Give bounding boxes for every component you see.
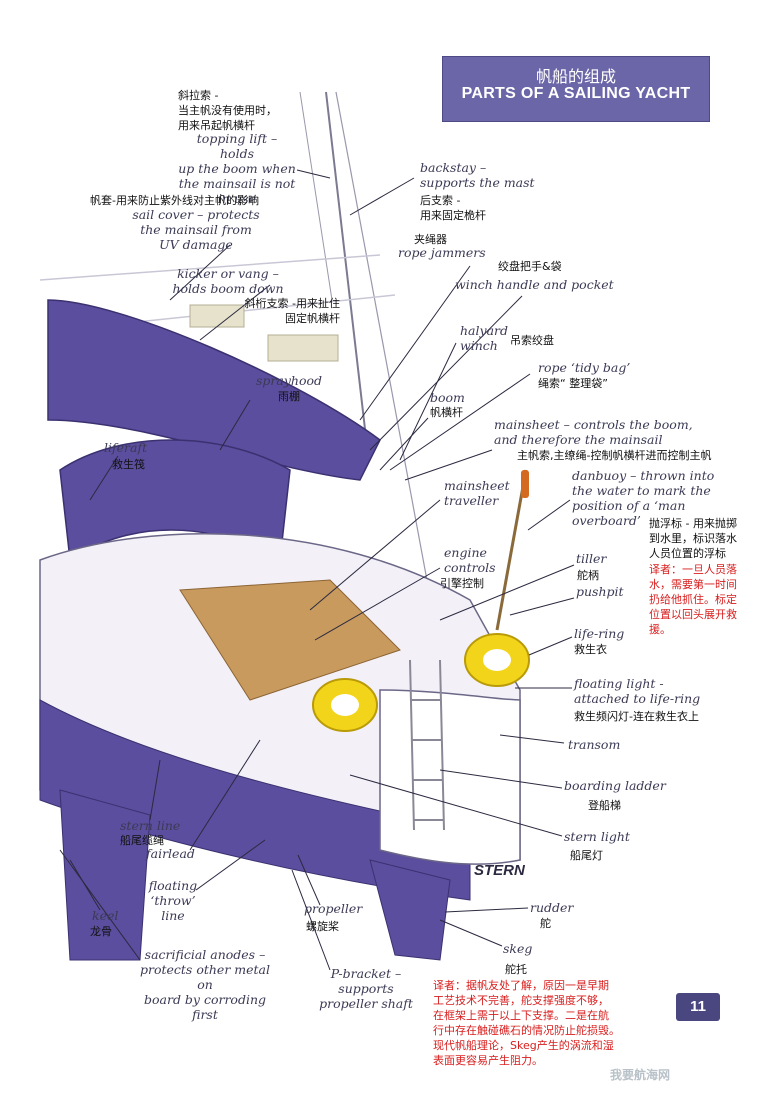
transom-label: transom	[568, 737, 621, 752]
life-ring-label: life-ring	[574, 626, 625, 641]
liferaft-cn: 救生筏	[112, 458, 145, 471]
sail-cover-cn: 帆套-用来防止紫外线对主帆的影响	[90, 194, 259, 207]
stern-light-label: stern light	[564, 829, 630, 844]
rudder-shape	[369, 859, 451, 961]
backstay-label: backstay – supports the mast	[420, 160, 535, 190]
rope-jammers-cn: 夹绳器	[414, 233, 447, 246]
fairlead-label: fairlead	[146, 846, 195, 861]
propeller-cn: 螺旋桨	[306, 920, 339, 933]
watermark-logo: 我要航海网	[610, 1068, 671, 1082]
danbuoy-translator-note: 译者：一旦人员落 水，需要第一时间 扔给他抓住。标定 位置以回头展开救 援。	[649, 563, 737, 636]
mainsheet-cn: 主帆索,主缭绳-控制帆横杆进而控制主帆	[517, 449, 712, 462]
halyard-winch-label: halyard winch	[460, 323, 508, 353]
life-ring-shape	[312, 633, 530, 732]
kicker-label: kicker or vang – holds boom down	[172, 266, 284, 296]
rope-jammers-label: rope jammers	[398, 245, 486, 260]
boom-cn: 帆横杆	[430, 406, 463, 419]
tiller-label: tiller	[576, 551, 607, 566]
rudder-label: rudder	[530, 900, 574, 915]
tidy-bag-cn: 绳索“ 整理袋”	[538, 377, 608, 390]
engine-controls-label: engine controls	[444, 545, 496, 575]
skeg-cn: 舵托	[505, 963, 527, 976]
mast-line	[325, 91, 369, 456]
danbuoy-label: danbuoy – thrown into the water to mark …	[572, 468, 715, 528]
danbuoy-pole	[495, 469, 528, 631]
tiller-cn: 舵柄	[577, 569, 599, 582]
page-number-badge: 11	[676, 993, 720, 1021]
propeller-label: propeller	[304, 901, 363, 916]
mainsheet-label: mainsheet – controls the boom, and there…	[494, 417, 693, 447]
cockpit-floor	[179, 579, 401, 701]
title-banner: 帆船的组成 PARTS OF A SAILING YACHT	[442, 56, 710, 122]
winch-handle-label: winch handle and pocket	[455, 277, 614, 292]
floating-light-cn: 救生频闪灯-连在救生衣上	[574, 710, 699, 723]
sprayhood-cn: 雨棚	[278, 390, 300, 403]
boarding-ladder-cn: 登船梯	[588, 799, 621, 812]
boarding-ladder-label: boarding ladder	[564, 778, 666, 793]
fender-shape	[267, 334, 339, 362]
pushpit-label: pushpit	[576, 584, 624, 599]
backstay-line	[335, 91, 441, 651]
sprayhood-label: sprayhood	[256, 373, 323, 388]
skeg-label: skeg	[503, 941, 533, 956]
liferaft-label: liferaft	[104, 440, 148, 455]
engine-controls-cn: 引擎控制	[440, 577, 484, 590]
sail-cover-label: sail cover – protects the mainsail from …	[132, 207, 260, 252]
title-chinese: 帆船的组成	[535, 67, 616, 86]
stern-line-label: stern line	[120, 818, 181, 833]
keel-label: keel	[92, 908, 119, 923]
danbuoy-cn: 抛浮标 - 用来抛掷 到水里，标识落水 人员位置的浮标	[649, 517, 737, 560]
topping-lift-line	[299, 91, 333, 301]
p-bracket-label: P-bracket – supports propeller shaft	[319, 966, 413, 1011]
life-ring-cn: 救生衣	[574, 643, 607, 656]
stern-light-cn: 船尾灯	[570, 849, 603, 862]
boom-label: boom	[430, 390, 465, 405]
stern-line-cn: 船尾缆绳	[120, 834, 164, 847]
title-english: PARTS OF A SAILING YACHT	[461, 85, 691, 102]
winch-handle-cn: 绞盘把手&袋	[498, 260, 562, 273]
transom-shape	[379, 689, 521, 865]
halyard-winch-cn: 吊索绞盘	[510, 334, 554, 347]
leader-lines	[59, 169, 575, 971]
sacrificial-anodes-label: sacrificial anodes – protects other meta…	[139, 947, 270, 1022]
backstay-cn: 后支索 - 用来固定桅杆	[420, 194, 486, 222]
stern-heading: STERN	[474, 862, 525, 879]
topping-lift-label: topping lift – holds up the boom when th…	[178, 131, 296, 206]
floating-throw-line-label: floating ‘throw’ line	[148, 878, 198, 923]
kicker-cn: 斜桁支索 -用来扯住 固定帆横杆	[244, 297, 340, 325]
floating-light-label: floating light - attached to life-ring	[574, 676, 701, 706]
mainsheet-traveller-label: mainsheet traveller	[444, 478, 510, 508]
tidy-bag-label: rope ‘tidy bag’	[538, 360, 631, 375]
rudder-cn: 舵	[540, 917, 551, 930]
keel-cn: 龙骨	[90, 925, 112, 938]
skeg-translator-note: 译者：据帆友处了解，原因一是早期 工艺技术不完善，舵支撑强度不够， 在框架上需于…	[433, 979, 620, 1067]
topping-lift-cn: 斜拉索 - 当主帆没有使用时， 用来吊起帆横杆	[178, 89, 277, 132]
